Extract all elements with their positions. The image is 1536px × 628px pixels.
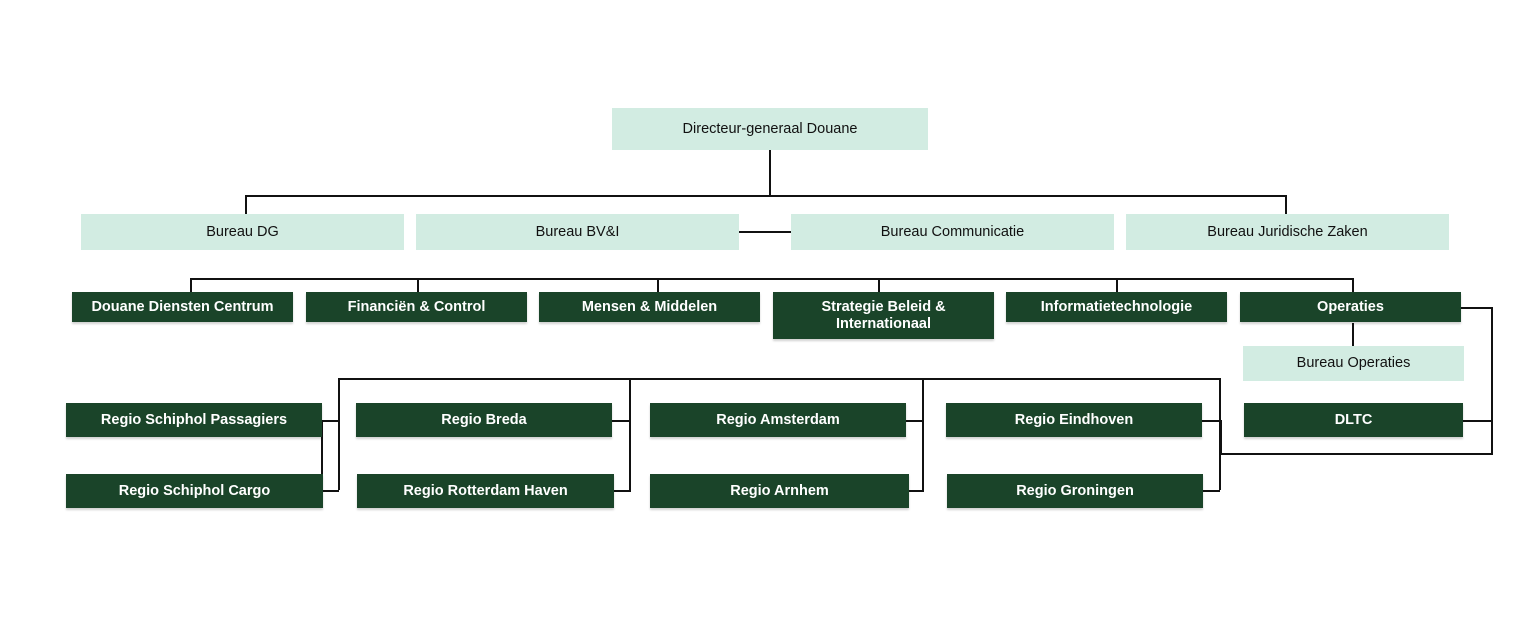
connector-pair3-spine	[922, 378, 924, 491]
node-label: Regio Rotterdam Haven	[403, 482, 568, 499]
connector-pair3-top	[905, 420, 924, 422]
connector-bvi-communicatie	[739, 231, 791, 233]
node-directeur-generaal-douane[interactable]: Directeur-generaal Douane	[612, 108, 928, 150]
connector-operaties-trunk	[1491, 307, 1493, 455]
node-label: Financiën & Control	[347, 298, 486, 315]
connector-level2-left-drop	[245, 195, 247, 215]
node-regio-eindhoven[interactable]: Regio Eindhoven	[946, 403, 1202, 437]
node-label: DLTC	[1334, 411, 1373, 428]
node-douane-diensten-centrum[interactable]: Douane Diensten Centrum	[72, 292, 293, 322]
connector-level3-drop-1	[190, 278, 192, 292]
connector-pair1-bottom	[321, 490, 339, 492]
connector-regions-bus-left-end	[338, 378, 340, 490]
node-label: Regio Groningen	[1016, 482, 1134, 499]
node-label: Regio Breda	[441, 411, 527, 428]
node-regio-amsterdam[interactable]: Regio Amsterdam	[650, 403, 906, 437]
node-label: Regio Schiphol Cargo	[118, 482, 271, 499]
node-financien-control[interactable]: Financiën & Control	[306, 292, 527, 322]
connector-pair2-top	[611, 420, 631, 422]
connector-level3-drop-2	[417, 278, 419, 292]
connector-level3-drop-6	[1352, 278, 1354, 292]
node-informatietechnologie[interactable]: Informatietechnologie	[1006, 292, 1227, 322]
node-bureau-operaties[interactable]: Bureau Operaties	[1243, 346, 1464, 381]
node-operaties[interactable]: Operaties	[1240, 292, 1461, 322]
connector-dg-stem	[769, 150, 771, 196]
connector-level3-drop-4	[878, 278, 880, 292]
node-regio-schiphol-cargo[interactable]: Regio Schiphol Cargo	[66, 474, 323, 508]
connector-level2-right-drop	[1285, 195, 1287, 215]
connector-dltc-stub	[1462, 420, 1492, 422]
node-bureau-dg[interactable]: Bureau DG	[81, 214, 404, 250]
node-label: Informatietechnologie	[1040, 298, 1193, 315]
node-strategie-beleid-internationaal[interactable]: Strategie Beleid & Internationaal	[773, 292, 994, 339]
node-bureau-bvi[interactable]: Bureau BV&I	[416, 214, 739, 250]
connector-pair4-bottom	[1199, 490, 1220, 492]
node-label: Regio Amsterdam	[716, 411, 840, 428]
node-label: Bureau BV&I	[535, 223, 620, 240]
connector-pair4-top	[1199, 420, 1220, 422]
node-label: Mensen & Middelen	[581, 298, 718, 315]
connector-regions-bus	[338, 378, 1221, 380]
node-label: Strategie Beleid & Internationaal	[821, 298, 946, 332]
node-label: Operaties	[1317, 298, 1384, 315]
connector-pair2-spine	[629, 378, 631, 491]
node-label: Douane Diensten Centrum	[91, 298, 274, 315]
connector-pair2-bottom	[611, 490, 631, 492]
connector-pair1-spine	[321, 420, 323, 491]
node-label: Bureau Communicatie	[880, 223, 1025, 240]
node-label: Regio Arnhem	[730, 482, 829, 499]
connector-operaties-bureau	[1352, 323, 1354, 346]
connector-pair1-top	[321, 420, 339, 422]
node-label: Directeur-generaal Douane	[682, 120, 858, 137]
node-bureau-juridische-zaken[interactable]: Bureau Juridische Zaken	[1126, 214, 1449, 250]
node-dltc[interactable]: DLTC	[1244, 403, 1463, 437]
node-regio-rotterdam-haven[interactable]: Regio Rotterdam Haven	[357, 474, 614, 508]
node-regio-arnhem[interactable]: Regio Arnhem	[650, 474, 909, 508]
node-regio-breda[interactable]: Regio Breda	[356, 403, 612, 437]
node-label: Bureau Juridische Zaken	[1207, 223, 1368, 240]
connector-level3-bus	[190, 278, 1354, 280]
connector-dltc-bus-link	[1220, 420, 1222, 455]
node-regio-schiphol-passagiers[interactable]: Regio Schiphol Passagiers	[66, 403, 322, 437]
node-label: Bureau Operaties	[1296, 355, 1411, 372]
connector-regions-trunk-bottom	[1220, 453, 1492, 455]
connector-level3-drop-3	[657, 278, 659, 292]
node-mensen-middelen[interactable]: Mensen & Middelen	[539, 292, 760, 322]
connector-operaties-right-stub	[1460, 307, 1493, 309]
connector-level2-bus	[245, 195, 1287, 197]
node-regio-groningen[interactable]: Regio Groningen	[947, 474, 1203, 508]
connector-pair3-bottom	[905, 490, 924, 492]
node-label: Bureau DG	[206, 223, 279, 240]
node-bureau-communicatie[interactable]: Bureau Communicatie	[791, 214, 1114, 250]
connector-level3-drop-5	[1116, 278, 1118, 292]
node-label: Regio Schiphol Passagiers	[100, 411, 288, 428]
node-label: Regio Eindhoven	[1014, 411, 1134, 428]
